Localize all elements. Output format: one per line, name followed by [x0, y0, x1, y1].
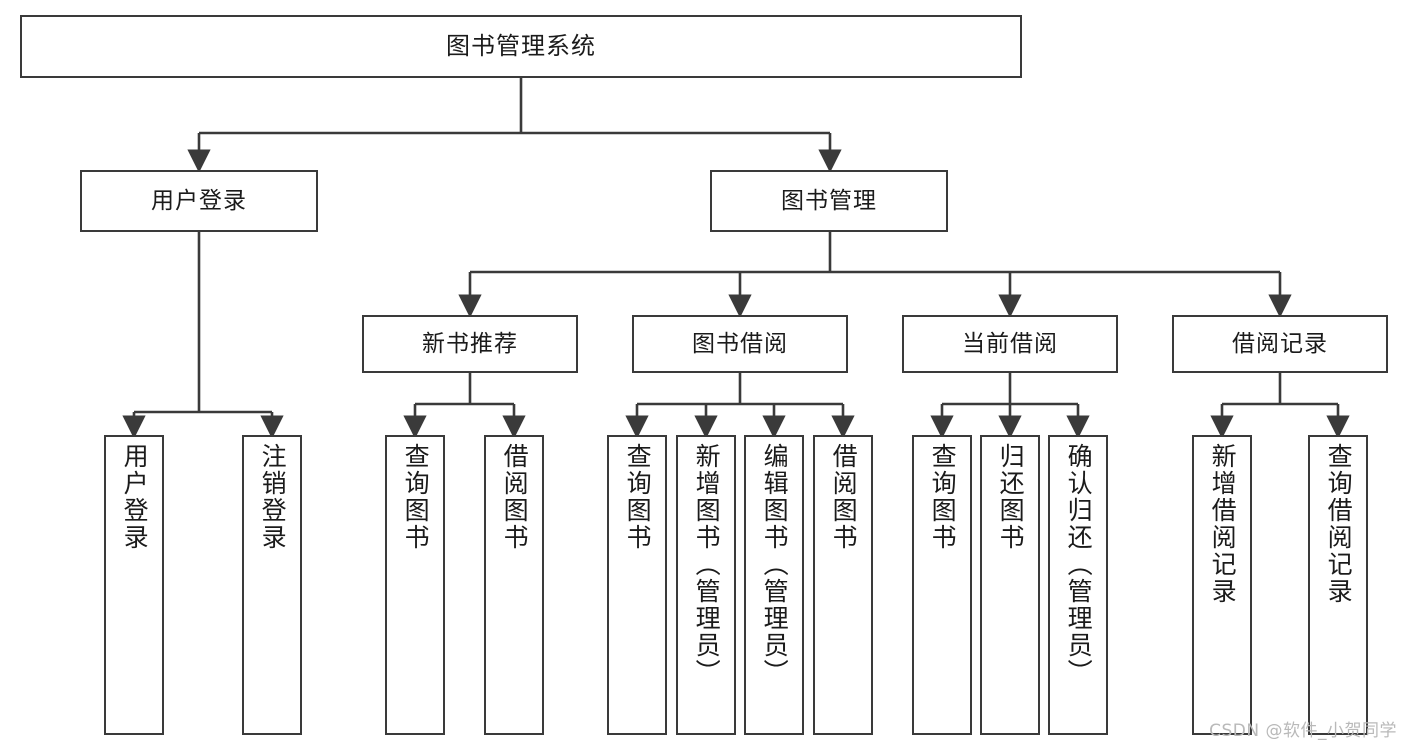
node-leaf-borrow-book-recommend[interactable]: 借阅图书 [484, 435, 544, 735]
node-leaf-user-login[interactable]: 用户登录 [104, 435, 164, 735]
node-leaf-query-book-recommend-label: 查询图书 [401, 443, 431, 551]
csdn-watermark: CSDN @软件_小贺同学 [1209, 721, 1397, 741]
node-leaf-add-book[interactable]: 新增图书（管理员） [676, 435, 736, 735]
node-root-label: 图书管理系统 [446, 31, 596, 60]
node-leaf-confirm-return[interactable]: 确认归还（管理员） [1048, 435, 1108, 735]
node-current-borrow-label: 当前借阅 [962, 330, 1058, 357]
node-leaf-query-record[interactable]: 查询借阅记录 [1308, 435, 1368, 735]
node-leaf-borrow-book-recommend-label: 借阅图书 [500, 443, 530, 551]
node-book-borrow[interactable]: 图书借阅 [632, 315, 848, 373]
node-book-management[interactable]: 图书管理 [710, 170, 948, 232]
node-leaf-query-book-current-label: 查询图书 [928, 443, 958, 551]
node-leaf-return-book-label: 归还图书 [996, 443, 1026, 551]
node-leaf-confirm-return-label: 确认归还（管理员） [1064, 443, 1094, 686]
node-leaf-query-book-borrow-label: 查询图书 [623, 443, 653, 551]
node-borrow-record[interactable]: 借阅记录 [1172, 315, 1388, 373]
node-book-borrow-label: 图书借阅 [692, 330, 788, 357]
node-leaf-return-book[interactable]: 归还图书 [980, 435, 1040, 735]
node-new-book-recommend-label: 新书推荐 [422, 330, 518, 357]
node-leaf-edit-book[interactable]: 编辑图书（管理员） [744, 435, 804, 735]
node-leaf-user-logout-label: 注销登录 [258, 443, 288, 551]
node-leaf-query-record-label: 查询借阅记录 [1324, 443, 1354, 605]
node-user-login[interactable]: 用户登录 [80, 170, 318, 232]
node-root[interactable]: 图书管理系统 [20, 15, 1022, 78]
node-leaf-user-logout[interactable]: 注销登录 [242, 435, 302, 735]
node-leaf-user-login-label: 用户登录 [120, 443, 150, 551]
node-current-borrow[interactable]: 当前借阅 [902, 315, 1118, 373]
node-leaf-query-book-current[interactable]: 查询图书 [912, 435, 972, 735]
node-leaf-edit-book-label: 编辑图书（管理员） [760, 443, 790, 686]
node-book-management-label: 图书管理 [781, 187, 877, 214]
node-leaf-add-record[interactable]: 新增借阅记录 [1192, 435, 1252, 735]
node-leaf-borrow-book-label: 借阅图书 [829, 443, 859, 551]
node-user-login-label: 用户登录 [151, 187, 247, 214]
node-new-book-recommend[interactable]: 新书推荐 [362, 315, 578, 373]
node-leaf-add-record-label: 新增借阅记录 [1208, 443, 1238, 605]
node-borrow-record-label: 借阅记录 [1232, 330, 1328, 357]
node-leaf-borrow-book[interactable]: 借阅图书 [813, 435, 873, 735]
node-leaf-query-book-borrow[interactable]: 查询图书 [607, 435, 667, 735]
node-leaf-query-book-recommend[interactable]: 查询图书 [385, 435, 445, 735]
node-leaf-add-book-label: 新增图书（管理员） [692, 443, 722, 686]
